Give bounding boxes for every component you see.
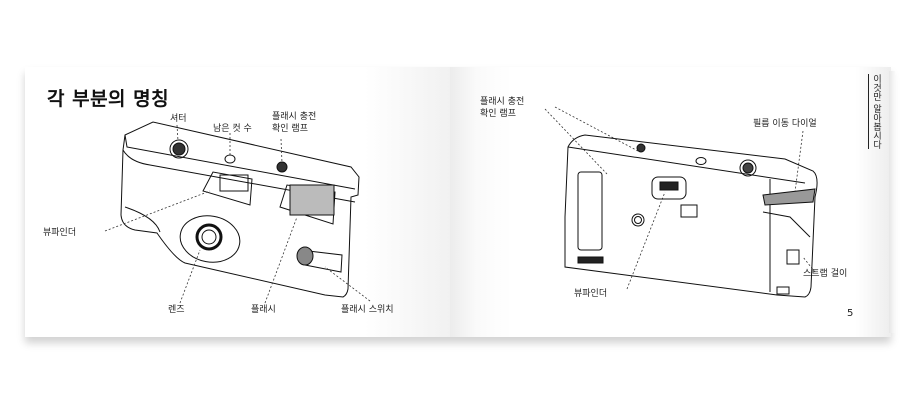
label-viewfinder: 뷰파인더 — [43, 228, 77, 238]
label-lens: 렌즈 — [168, 305, 185, 315]
right-page — [450, 67, 895, 337]
label-flash-lamp-1-back: 플래시 충전 — [480, 97, 525, 107]
front-camera-drawing — [120, 121, 360, 298]
label-film-dial: 필름 이동 다이얼 — [753, 119, 817, 129]
label-flash-lamp-1: 플래시 충전 — [272, 112, 317, 122]
label-remaining-shots: 남은 컷 수 — [213, 124, 252, 134]
label-flash-switch: 플래시 스위치 — [341, 305, 394, 315]
label-viewfinder-back: 뷰파인더 — [574, 289, 608, 299]
section-tab: 이것만 알아봅시다 — [868, 74, 883, 149]
back-camera-drawing — [564, 134, 818, 298]
page-title: 각 부분의 명칭 — [47, 88, 170, 110]
page-number: 5 — [847, 308, 854, 319]
booklet-spread: 각 부분의 명칭 셔터 남은 컷 수 플래시 충전 확인 램프 뷰파인더 렌즈 … — [25, 67, 895, 337]
camera-illustrations — [104, 106, 818, 304]
left-leader-lines — [104, 106, 816, 304]
left-page — [25, 67, 450, 337]
label-shutter: 셔터 — [170, 114, 187, 124]
label-flash-lamp-2: 확인 램프 — [272, 124, 308, 134]
label-strap-hook: 스트랩 걸이 — [803, 269, 848, 279]
label-flash: 플래시 — [251, 305, 276, 315]
label-flash-lamp-2-back: 확인 램프 — [480, 109, 516, 119]
page-edge — [889, 71, 895, 333]
